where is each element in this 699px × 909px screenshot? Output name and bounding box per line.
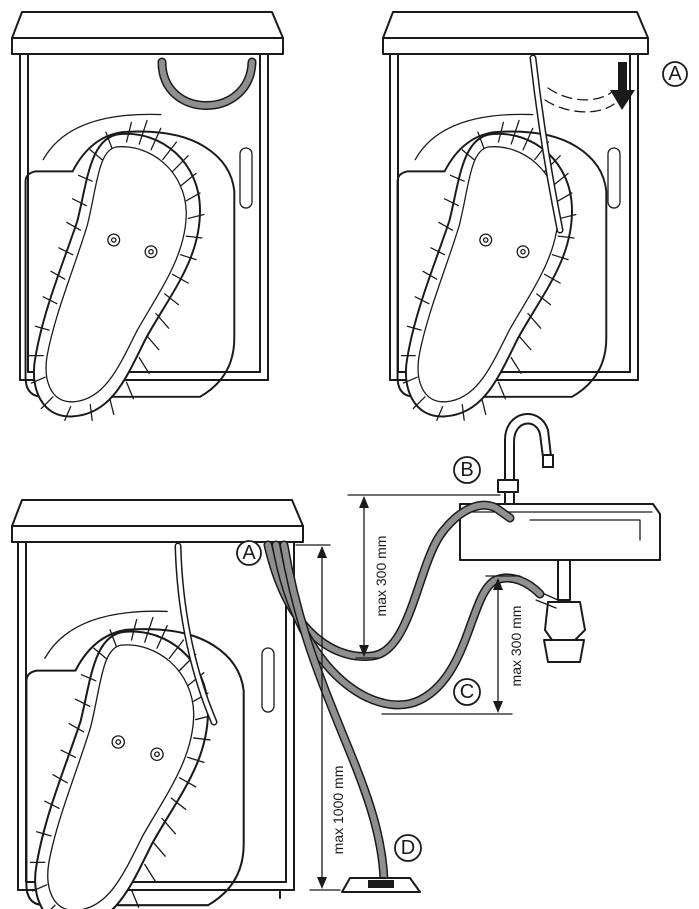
down-arrow-icon: [610, 62, 635, 110]
label-b: B: [453, 456, 481, 484]
dimension-lower-300: max 300 mm: [381, 575, 524, 715]
hose-d: [279, 540, 389, 885]
label-b-text: B: [460, 459, 473, 481]
label-c: C: [453, 678, 481, 706]
label-a-bottom-text: A: [242, 542, 256, 564]
dimension-upper-300-text: max 300 mm: [373, 536, 389, 617]
hose-c: [271, 540, 545, 710]
label-c-text: C: [460, 681, 474, 703]
label-a-top: A: [662, 61, 688, 87]
floor-drain: [341, 877, 421, 893]
dimension-1000: max 1000 mm: [295, 544, 346, 891]
machine-top-right: [382, 11, 649, 422]
machine-bottom: [11, 499, 304, 909]
label-d: D: [394, 834, 422, 862]
dimension-upper-300: max 300 mm: [347, 494, 501, 659]
dimension-lower-300-text: max 300 mm: [508, 606, 524, 687]
label-a-bottom: A: [236, 540, 262, 566]
hose-b: [263, 500, 515, 661]
machine-top-left: [11, 11, 284, 422]
label-a-top-text: A: [668, 63, 682, 85]
label-d-text: D: [401, 837, 415, 859]
sink: [459, 413, 661, 663]
dimension-1000-text: max 1000 mm: [330, 766, 346, 855]
